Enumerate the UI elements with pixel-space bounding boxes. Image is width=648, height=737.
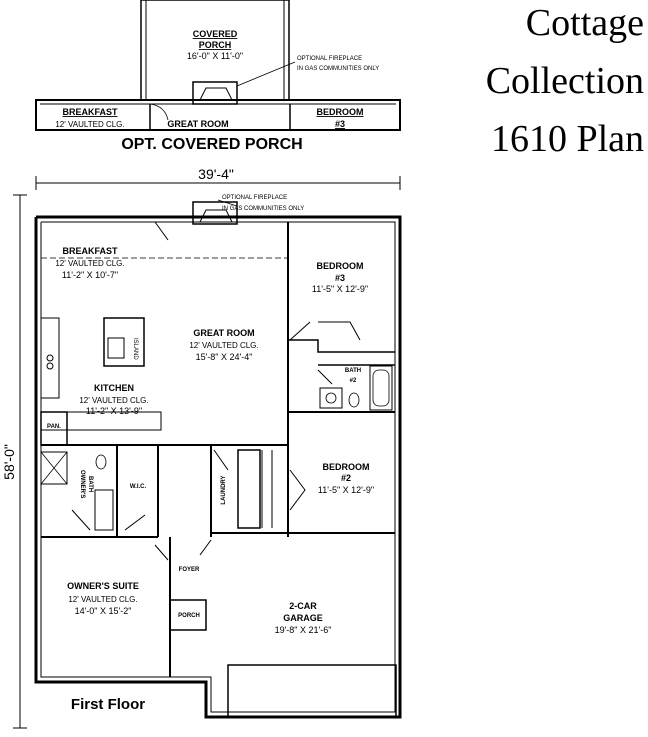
bath2-tub-inner	[372, 369, 390, 407]
bath2-tub	[369, 365, 393, 411]
bedroom2-door	[289, 469, 306, 511]
inset-bedroom-number: #3	[335, 119, 345, 129]
laundry-room	[237, 449, 261, 529]
garage-entry-door	[199, 539, 212, 556]
depth-dimension-text: 58'-0"	[1, 444, 17, 480]
owners-suite-label: OWNER'S SUITE	[67, 581, 139, 591]
bedroom3-door	[289, 321, 311, 341]
kitchen-sink	[107, 337, 125, 359]
garage-dims: 19'-8" X 21'-6"	[275, 625, 332, 635]
inset-covered-porch-label: COVERED	[193, 29, 238, 39]
floor-label: First Floor	[71, 696, 145, 713]
great-room-ceiling: 12' VAULTED CLG.	[189, 341, 258, 350]
owners-vanity	[94, 489, 114, 531]
inset-caption: OPT. COVERED PORCH	[121, 136, 302, 153]
bedroom2-number: #2	[341, 473, 351, 483]
pantry	[40, 411, 68, 446]
exterior-wall-inner	[40, 221, 396, 713]
inset-porch-outline	[140, 0, 290, 101]
cooktop-burner-2	[46, 362, 54, 370]
bath2-sink	[325, 392, 337, 404]
owners-toilet	[95, 454, 107, 470]
title-line-1: Cottage	[525, 2, 644, 44]
fireplace-leader	[217, 199, 238, 207]
garage-door	[227, 664, 397, 718]
bath2-toilet	[348, 392, 360, 408]
owners-suite-ceiling: 12' VAULTED CLG.	[68, 595, 137, 604]
owners-shower	[40, 451, 68, 485]
inset-great-room-label: GREAT ROOM	[167, 119, 228, 129]
bath2-vanity	[319, 387, 343, 409]
bedroom3-label: BEDROOM	[317, 261, 364, 271]
inset-fireplace-note-2: IN GAS COMMUNITIES ONLY	[297, 66, 379, 72]
dimension-lines: 39'-4" 58'-0"	[1, 166, 401, 729]
porch-inset: COVERED PORCH 16'-0" X 11'-0" OPTIONAL F…	[35, 0, 401, 153]
bedroom3-closet-door	[318, 321, 361, 341]
laundry-door	[213, 449, 229, 471]
inset-fireplace-leader	[236, 61, 296, 87]
laundry-label: LAUNDRY	[221, 475, 227, 504]
rear-door-swing	[154, 221, 169, 241]
inset-breakfast-label: BREAKFAST	[62, 107, 118, 117]
exterior-wall	[34, 215, 402, 719]
great-room-label: GREAT ROOM	[193, 328, 254, 338]
owners-bath-door	[71, 509, 91, 531]
owners-shower-x2	[40, 451, 68, 485]
owners-bath-label-2: BATH	[87, 476, 93, 492]
bath2-label: BATH	[345, 368, 361, 374]
inset-fireplace-note-1: OPTIONAL FIREPLACE	[297, 56, 362, 62]
fireplace-note-2: IN GAS COMMUNITIES ONLY	[222, 206, 304, 212]
breakfast-label: BREAKFAST	[62, 246, 118, 256]
fireplace-firebox	[199, 209, 233, 223]
breakfast-ceiling: 12' VAULTED CLG.	[55, 259, 124, 268]
bedroom3-dims: 11'-5" X 12'-9"	[312, 284, 368, 294]
title-line-3: 1610 Plan	[490, 118, 644, 160]
bath2-number: #2	[350, 378, 357, 384]
inset-door-swing	[149, 103, 169, 121]
inset-breakfast-ceiling: 12' VAULTED CLG.	[55, 120, 124, 129]
breakfast-dims: 11'-2" X 10'-7"	[62, 270, 118, 280]
inset-fireplace	[192, 81, 238, 105]
title-line-2: Collection	[485, 60, 644, 102]
fireplace-note-1: OPTIONAL FIREPLACE	[222, 195, 287, 201]
owners-bath-label-1: OWNER'S	[79, 470, 85, 498]
main-plan: OPTIONAL FIREPLACE IN GAS COMMUNITIES ON…	[34, 195, 402, 719]
bedroom3-number: #3	[335, 273, 345, 283]
inset-covered-porch-label-2: PORCH	[199, 40, 232, 50]
kitchen-island	[103, 317, 145, 367]
front-porch	[169, 599, 207, 631]
wic-door	[124, 514, 146, 531]
inset-covered-porch-dims: 16'-0" X 11'-0"	[187, 51, 243, 61]
porch-label: PORCH	[178, 613, 200, 619]
bath2-door	[317, 369, 333, 385]
pantry-label: PAN.	[47, 424, 61, 430]
garage-label-1: 2-CAR	[289, 601, 317, 611]
garage-label-2: GARAGE	[283, 613, 323, 623]
inset-bedroom-label: BEDROOM	[317, 107, 364, 117]
bedroom2-dims: 11'-5" X 12'-9"	[318, 485, 374, 495]
great-room-dims: 15'-8" X 24'-4"	[196, 352, 253, 362]
foyer-label: FOYER	[179, 567, 200, 573]
width-dimension-text: 39'-4"	[198, 166, 234, 182]
island-label: ISLAND	[132, 338, 138, 360]
cooktop-burner-1	[46, 354, 54, 362]
kitchen-dims: 11'-2" X 13'-9"	[86, 406, 142, 416]
owners-suite-dims: 14'-0" X 15'-2"	[75, 606, 132, 616]
bedroom3-closet	[288, 339, 395, 353]
inset-house-wall	[35, 99, 401, 131]
bedroom2-label: BEDROOM	[323, 462, 370, 472]
kitchen-label: KITCHEN	[94, 383, 134, 393]
kitchen-left-counter	[40, 317, 60, 399]
owners-suite-door	[154, 544, 169, 561]
fireplace	[192, 201, 238, 225]
kitchen-ceiling: 12' VAULTED CLG.	[79, 396, 148, 405]
wic-label: W.I.C.	[130, 484, 147, 490]
inset-fireplace-firebox	[199, 87, 233, 101]
